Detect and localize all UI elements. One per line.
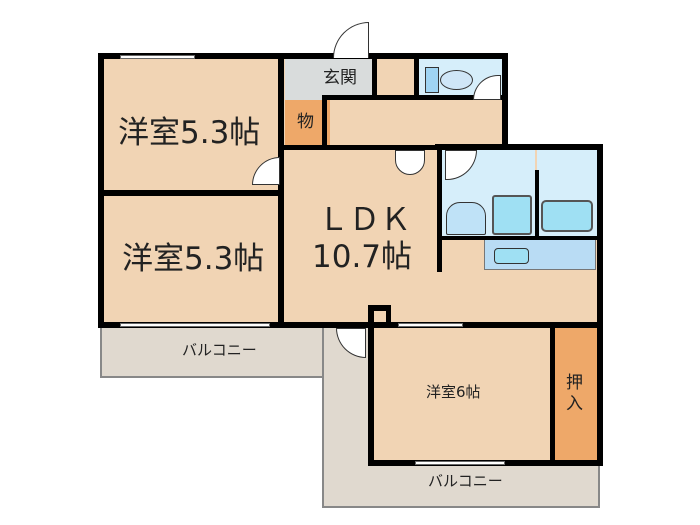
wall — [535, 170, 539, 238]
label-entrance: 玄関 — [323, 68, 357, 88]
room-western-1 — [100, 55, 285, 193]
wall — [435, 144, 603, 150]
wall — [368, 305, 374, 465]
label-ldk-line1: ＬＤＫ — [318, 202, 411, 238]
door-ldk[interactable] — [395, 150, 425, 175]
label-western-room-1: 洋室5.3帖 — [118, 115, 261, 151]
label-balcony-upper: バルコニー — [182, 341, 257, 359]
wall — [597, 144, 603, 466]
sink-icon — [446, 202, 486, 235]
toilet-tank-icon — [425, 67, 439, 93]
label-western-room-3: 洋室6帖 — [426, 383, 481, 401]
window — [120, 55, 195, 59]
wall — [437, 144, 442, 272]
room-western-3 — [370, 325, 555, 465]
toilet-bowl-icon — [440, 70, 473, 90]
wall — [322, 95, 327, 147]
label-storage: 物 — [297, 112, 314, 132]
wall — [98, 190, 283, 196]
label-western-room-2: 洋室5.3帖 — [122, 241, 265, 277]
washing-machine-icon — [492, 195, 532, 235]
window — [120, 323, 270, 327]
wall — [502, 53, 508, 150]
closet — [555, 328, 597, 462]
label-closet-line2: 入 — [566, 394, 583, 414]
wall — [368, 305, 390, 311]
wall — [386, 305, 391, 327]
entrance-door[interactable] — [333, 22, 369, 58]
wall — [98, 53, 508, 59]
entrance-floor — [285, 55, 375, 100]
small-room — [373, 55, 418, 100]
label-balcony-lower: バルコニー — [428, 472, 503, 490]
room-western-2 — [100, 193, 285, 325]
wall — [414, 53, 419, 100]
kitchen-sink-icon — [494, 248, 529, 264]
wall — [440, 236, 600, 240]
wall — [372, 53, 377, 100]
wall — [278, 53, 284, 328]
wall — [284, 145, 439, 150]
window — [415, 461, 505, 465]
bathtub-icon — [541, 200, 593, 232]
wall — [550, 326, 555, 464]
label-closet-line1: 押 — [566, 373, 583, 393]
label-ldk-line2: 10.7帖 — [312, 239, 413, 275]
window — [398, 323, 463, 327]
